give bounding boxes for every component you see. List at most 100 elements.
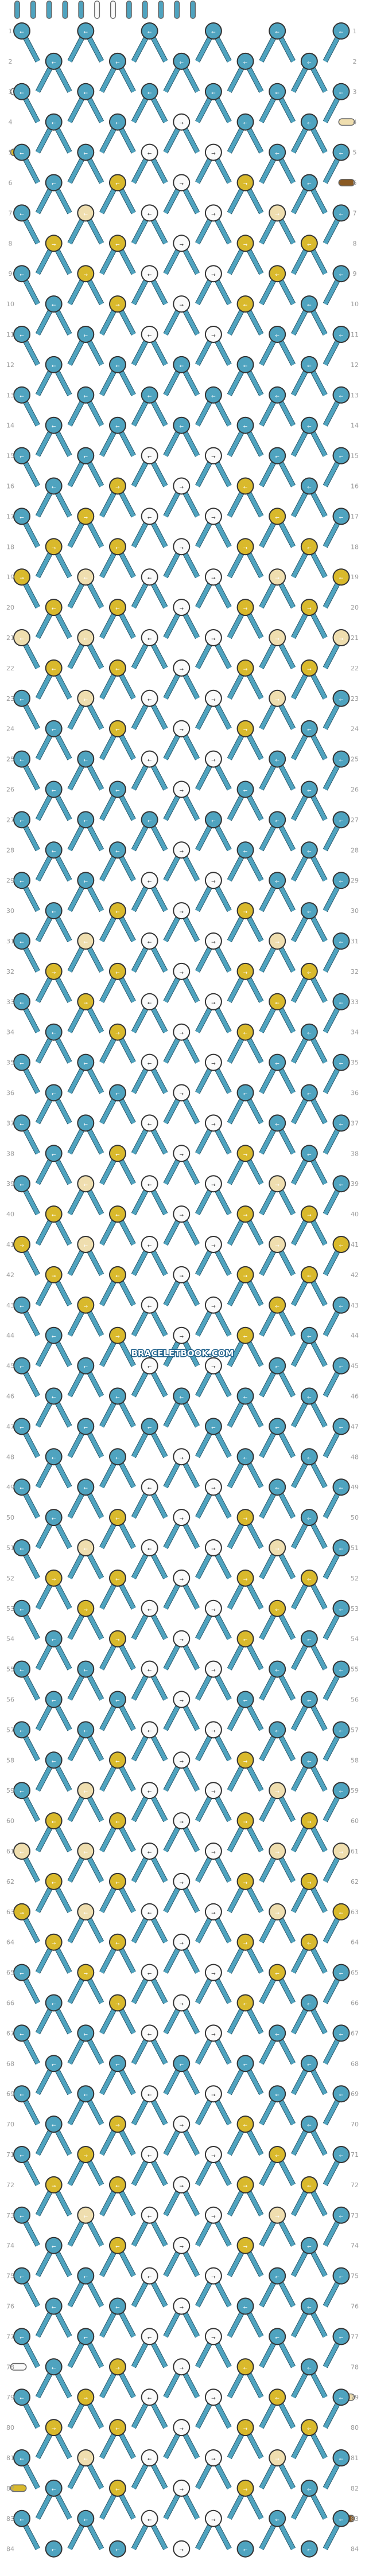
knot-motif[interactable]: ←: [45, 1872, 63, 1890]
knot-motif[interactable]: ←: [236, 1326, 254, 1344]
knot[interactable]: ←: [269, 447, 286, 465]
knot[interactable]: ←: [300, 113, 318, 131]
knot-motif[interactable]: →: [173, 1812, 191, 1830]
knot-motif[interactable]: ←: [108, 902, 126, 920]
knot[interactable]: ←: [332, 265, 350, 283]
knot-motif[interactable]: ←: [108, 1266, 126, 1283]
knot-motif[interactable]: →: [204, 1357, 222, 1375]
knot[interactable]: ←: [300, 720, 318, 737]
knot[interactable]: ←: [300, 1994, 318, 2012]
knot[interactable]: ←: [300, 1691, 318, 1708]
knot-motif[interactable]: ←: [77, 1175, 95, 1193]
knot[interactable]: ←: [300, 1023, 318, 1041]
knot-motif[interactable]: →: [173, 2479, 191, 2497]
knot[interactable]: ←: [300, 1387, 318, 1405]
knot-motif[interactable]: →: [173, 113, 191, 131]
knot-motif[interactable]: →: [204, 1539, 222, 1556]
knot-motif[interactable]: ←: [77, 204, 95, 222]
knot[interactable]: ←: [269, 326, 286, 343]
knot-motif[interactable]: →: [77, 1599, 95, 1617]
knot[interactable]: ←: [269, 811, 286, 829]
knot[interactable]: ←: [332, 326, 350, 343]
knot[interactable]: ←: [236, 1691, 254, 1708]
knot[interactable]: ←: [269, 1357, 286, 1375]
knot-motif[interactable]: →: [173, 1326, 191, 1344]
knot-motif[interactable]: ←: [141, 1843, 158, 1860]
knot-motif[interactable]: →: [173, 1691, 191, 1708]
knot[interactable]: ←: [13, 508, 30, 525]
knot[interactable]: ←: [332, 993, 350, 1010]
knot[interactable]: ←: [45, 1691, 63, 1708]
knot-motif[interactable]: ←: [108, 1872, 126, 1890]
knot-motif[interactable]: →: [204, 1296, 222, 1314]
knot-motif[interactable]: ←: [300, 1266, 318, 1283]
knot[interactable]: ←: [45, 2116, 63, 2133]
knot[interactable]: ←: [269, 1114, 286, 1132]
knot-motif[interactable]: ←: [141, 1599, 158, 1617]
knot-motif[interactable]: →: [45, 962, 63, 980]
knot-motif[interactable]: ←: [77, 1903, 95, 1921]
knot[interactable]: ←: [332, 2328, 350, 2345]
knot-motif[interactable]: ←: [77, 568, 95, 586]
knot[interactable]: ←: [141, 22, 158, 40]
knot[interactable]: ←: [77, 2328, 95, 2345]
knot[interactable]: ←: [141, 811, 158, 829]
knot[interactable]: ←: [269, 2267, 286, 2285]
knot-motif[interactable]: →: [45, 1933, 63, 1951]
knot[interactable]: ←: [108, 1691, 126, 1708]
knot-motif[interactable]: ←: [300, 1933, 318, 1951]
knot-motif[interactable]: ←: [141, 1903, 158, 1921]
knot[interactable]: ←: [300, 841, 318, 859]
knot[interactable]: ←: [108, 2297, 126, 2315]
knot[interactable]: ←: [173, 356, 191, 373]
knot[interactable]: ←: [13, 1660, 30, 1678]
knot-motif[interactable]: ←: [45, 1812, 63, 1830]
knot-motif[interactable]: →: [204, 265, 222, 283]
knot-motif[interactable]: ←: [332, 1903, 350, 1921]
knot[interactable]: ←: [332, 811, 350, 829]
knot-motif[interactable]: →: [173, 1994, 191, 2012]
knot[interactable]: ←: [77, 83, 95, 100]
knot-motif[interactable]: →: [173, 841, 191, 859]
knot-motif[interactable]: ←: [300, 962, 318, 980]
knot-motif[interactable]: →: [108, 477, 126, 495]
knot[interactable]: ←: [332, 143, 350, 161]
knot[interactable]: ←: [108, 780, 126, 798]
knot-motif[interactable]: →: [173, 2176, 191, 2193]
knot-motif[interactable]: →: [77, 1296, 95, 1314]
knot[interactable]: ←: [13, 2328, 30, 2345]
knot[interactable]: ←: [77, 1357, 95, 1375]
knot[interactable]: ←: [300, 2116, 318, 2133]
knot-motif[interactable]: →: [269, 1539, 286, 1556]
knot[interactable]: ←: [108, 113, 126, 131]
knot-motif[interactable]: ←: [77, 932, 95, 950]
knot-motif[interactable]: ←: [77, 1539, 95, 1556]
knot[interactable]: ←: [45, 720, 63, 737]
knot-motif[interactable]: ←: [236, 1630, 254, 1648]
knot-motif[interactable]: →: [236, 2176, 254, 2193]
knot-motif[interactable]: ←: [141, 204, 158, 222]
knot-motif[interactable]: ←: [77, 629, 95, 646]
knot[interactable]: ←: [45, 1326, 63, 1344]
knot-motif[interactable]: ←: [141, 2328, 158, 2345]
knot-motif[interactable]: ←: [332, 1236, 350, 1253]
knot-motif[interactable]: ←: [332, 568, 350, 586]
knot-motif[interactable]: →: [173, 659, 191, 677]
knot[interactable]: ←: [13, 143, 30, 161]
knot-motif[interactable]: ←: [141, 1114, 158, 1132]
knot[interactable]: ←: [77, 447, 95, 465]
knot-motif[interactable]: ←: [108, 720, 126, 737]
knot-motif[interactable]: →: [236, 659, 254, 677]
knot[interactable]: ←: [300, 416, 318, 434]
knot-motif[interactable]: →: [204, 568, 222, 586]
knot-motif[interactable]: →: [108, 1023, 126, 1041]
knot-motif[interactable]: ←: [141, 750, 158, 768]
knot[interactable]: ←: [108, 841, 126, 859]
knot-motif[interactable]: ←: [236, 477, 254, 495]
knot[interactable]: ←: [269, 872, 286, 889]
knot-motif[interactable]: →: [269, 1782, 286, 1800]
knot[interactable]: ←: [13, 326, 30, 343]
knot[interactable]: ←: [300, 174, 318, 192]
knot[interactable]: ←: [332, 508, 350, 525]
knot[interactable]: ←: [108, 2540, 126, 2558]
